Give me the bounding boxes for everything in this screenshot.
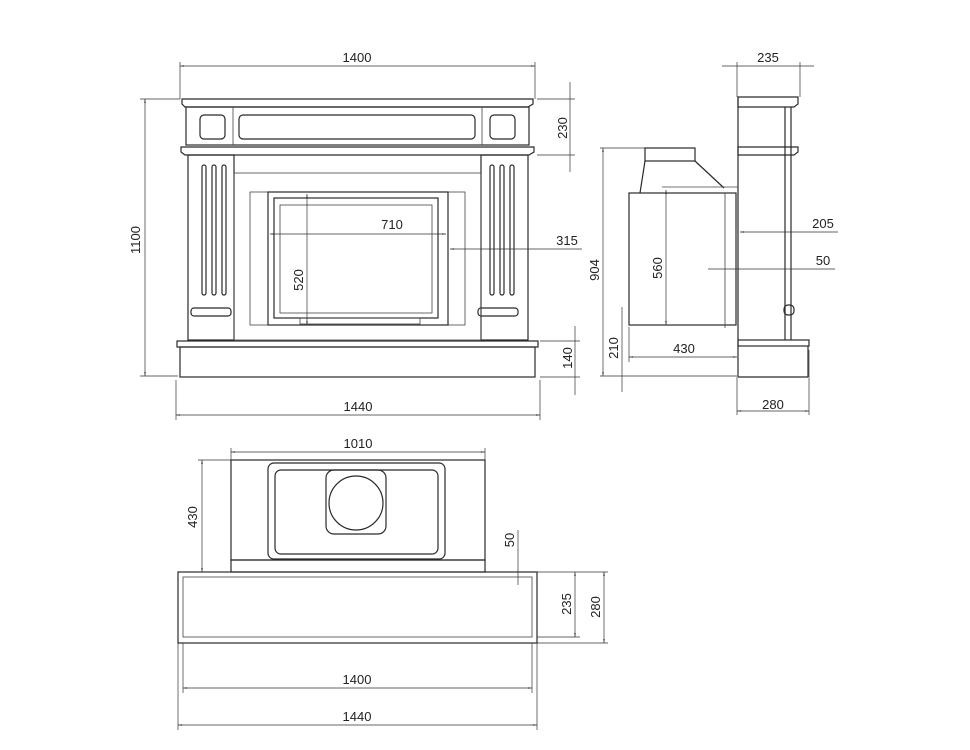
frieze-panel-left [199, 114, 226, 140]
dim-top-insert-width: 1010 [344, 436, 373, 451]
frieze [185, 106, 530, 146]
frieze-panel-right [489, 114, 516, 140]
dim-insert-height: 520 [291, 269, 306, 291]
top-view: 1010 430 50 235 280 1400 1440 [177, 436, 608, 730]
frieze-panel-center [238, 114, 476, 140]
dim-front-width-top: 1400 [343, 50, 372, 65]
dim-front-height: 1100 [128, 226, 143, 254]
dim-top-insert-depth: 430 [185, 506, 200, 528]
dim-hearth-height: 140 [560, 347, 575, 369]
dim-top-offset: 50 [502, 533, 517, 547]
dim-front-width-base: 1440 [344, 399, 373, 414]
mantel-top [181, 98, 534, 108]
flue-collar [644, 147, 696, 162]
pillar-left [187, 154, 235, 341]
insert-glass [279, 204, 433, 314]
insert-side [628, 192, 737, 326]
dim-top-hearth-depth: 280 [588, 596, 603, 618]
dim-surround-depth: 205 [812, 216, 834, 231]
dim-insert-total-height: 904 [587, 259, 602, 281]
side-view: 235 904 560 210 430 280 205 50 [587, 50, 838, 415]
pillar-flutes [201, 164, 515, 296]
dim-frieze-height: 230 [555, 117, 570, 139]
dim-frame-depth: 50 [816, 253, 830, 268]
dim-insert-bottom: 210 [606, 337, 621, 359]
hearth [179, 346, 536, 378]
insert-top [230, 459, 486, 561]
mantel-shelf [180, 146, 535, 156]
dim-top-mantel-depth: 235 [559, 593, 574, 615]
dim-top-hearth-width: 1440 [343, 709, 372, 724]
flue-collar-top [325, 469, 387, 535]
dim-insert-width: 710 [381, 217, 403, 232]
dim-top-mantel-width: 1400 [343, 672, 372, 687]
dim-insert-depth: 430 [673, 341, 695, 356]
dim-insert-body-height: 560 [650, 257, 665, 279]
dim-side-mantel-depth: 235 [757, 50, 779, 65]
hearth-top [176, 340, 539, 348]
front-view: 1400 1100 230 140 1440 710 520 315 [128, 50, 582, 420]
flue-opening [328, 475, 384, 531]
insert-frame [267, 191, 449, 326]
hearth-top-view [177, 571, 538, 644]
dim-opening-offset: 315 [556, 233, 578, 248]
dim-hearth-depth: 280 [762, 397, 784, 412]
